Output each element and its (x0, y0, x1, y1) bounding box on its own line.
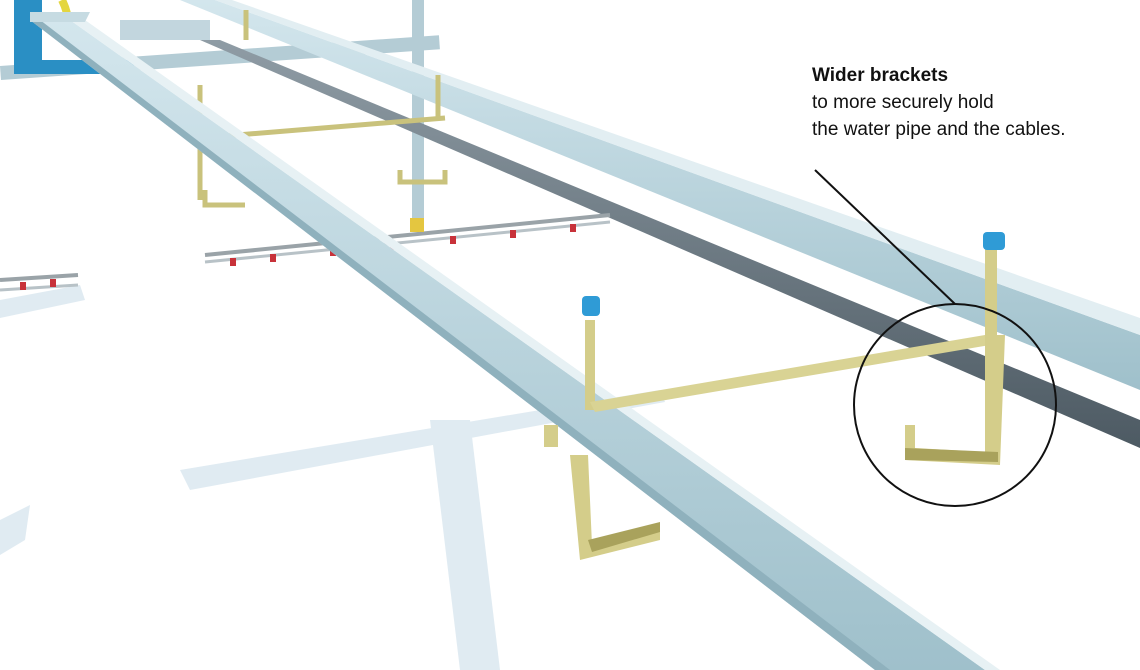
bracket-right (905, 232, 1005, 465)
water-pipe (200, 40, 1140, 448)
callout-line-2: the water pipe and the cables. (812, 119, 1066, 140)
far-rail (180, 0, 1140, 390)
nozzle-boom-left (0, 273, 79, 292)
main-rail (30, 12, 1000, 670)
callout-line-1: to more securely hold (812, 92, 994, 113)
bracket-left (544, 296, 990, 560)
callout-title: Wider brackets (812, 65, 949, 86)
ground-shadows (0, 285, 665, 670)
leader-line (814, 169, 956, 305)
callout-text: Wider brackets to more securely hold the… (812, 62, 1132, 143)
